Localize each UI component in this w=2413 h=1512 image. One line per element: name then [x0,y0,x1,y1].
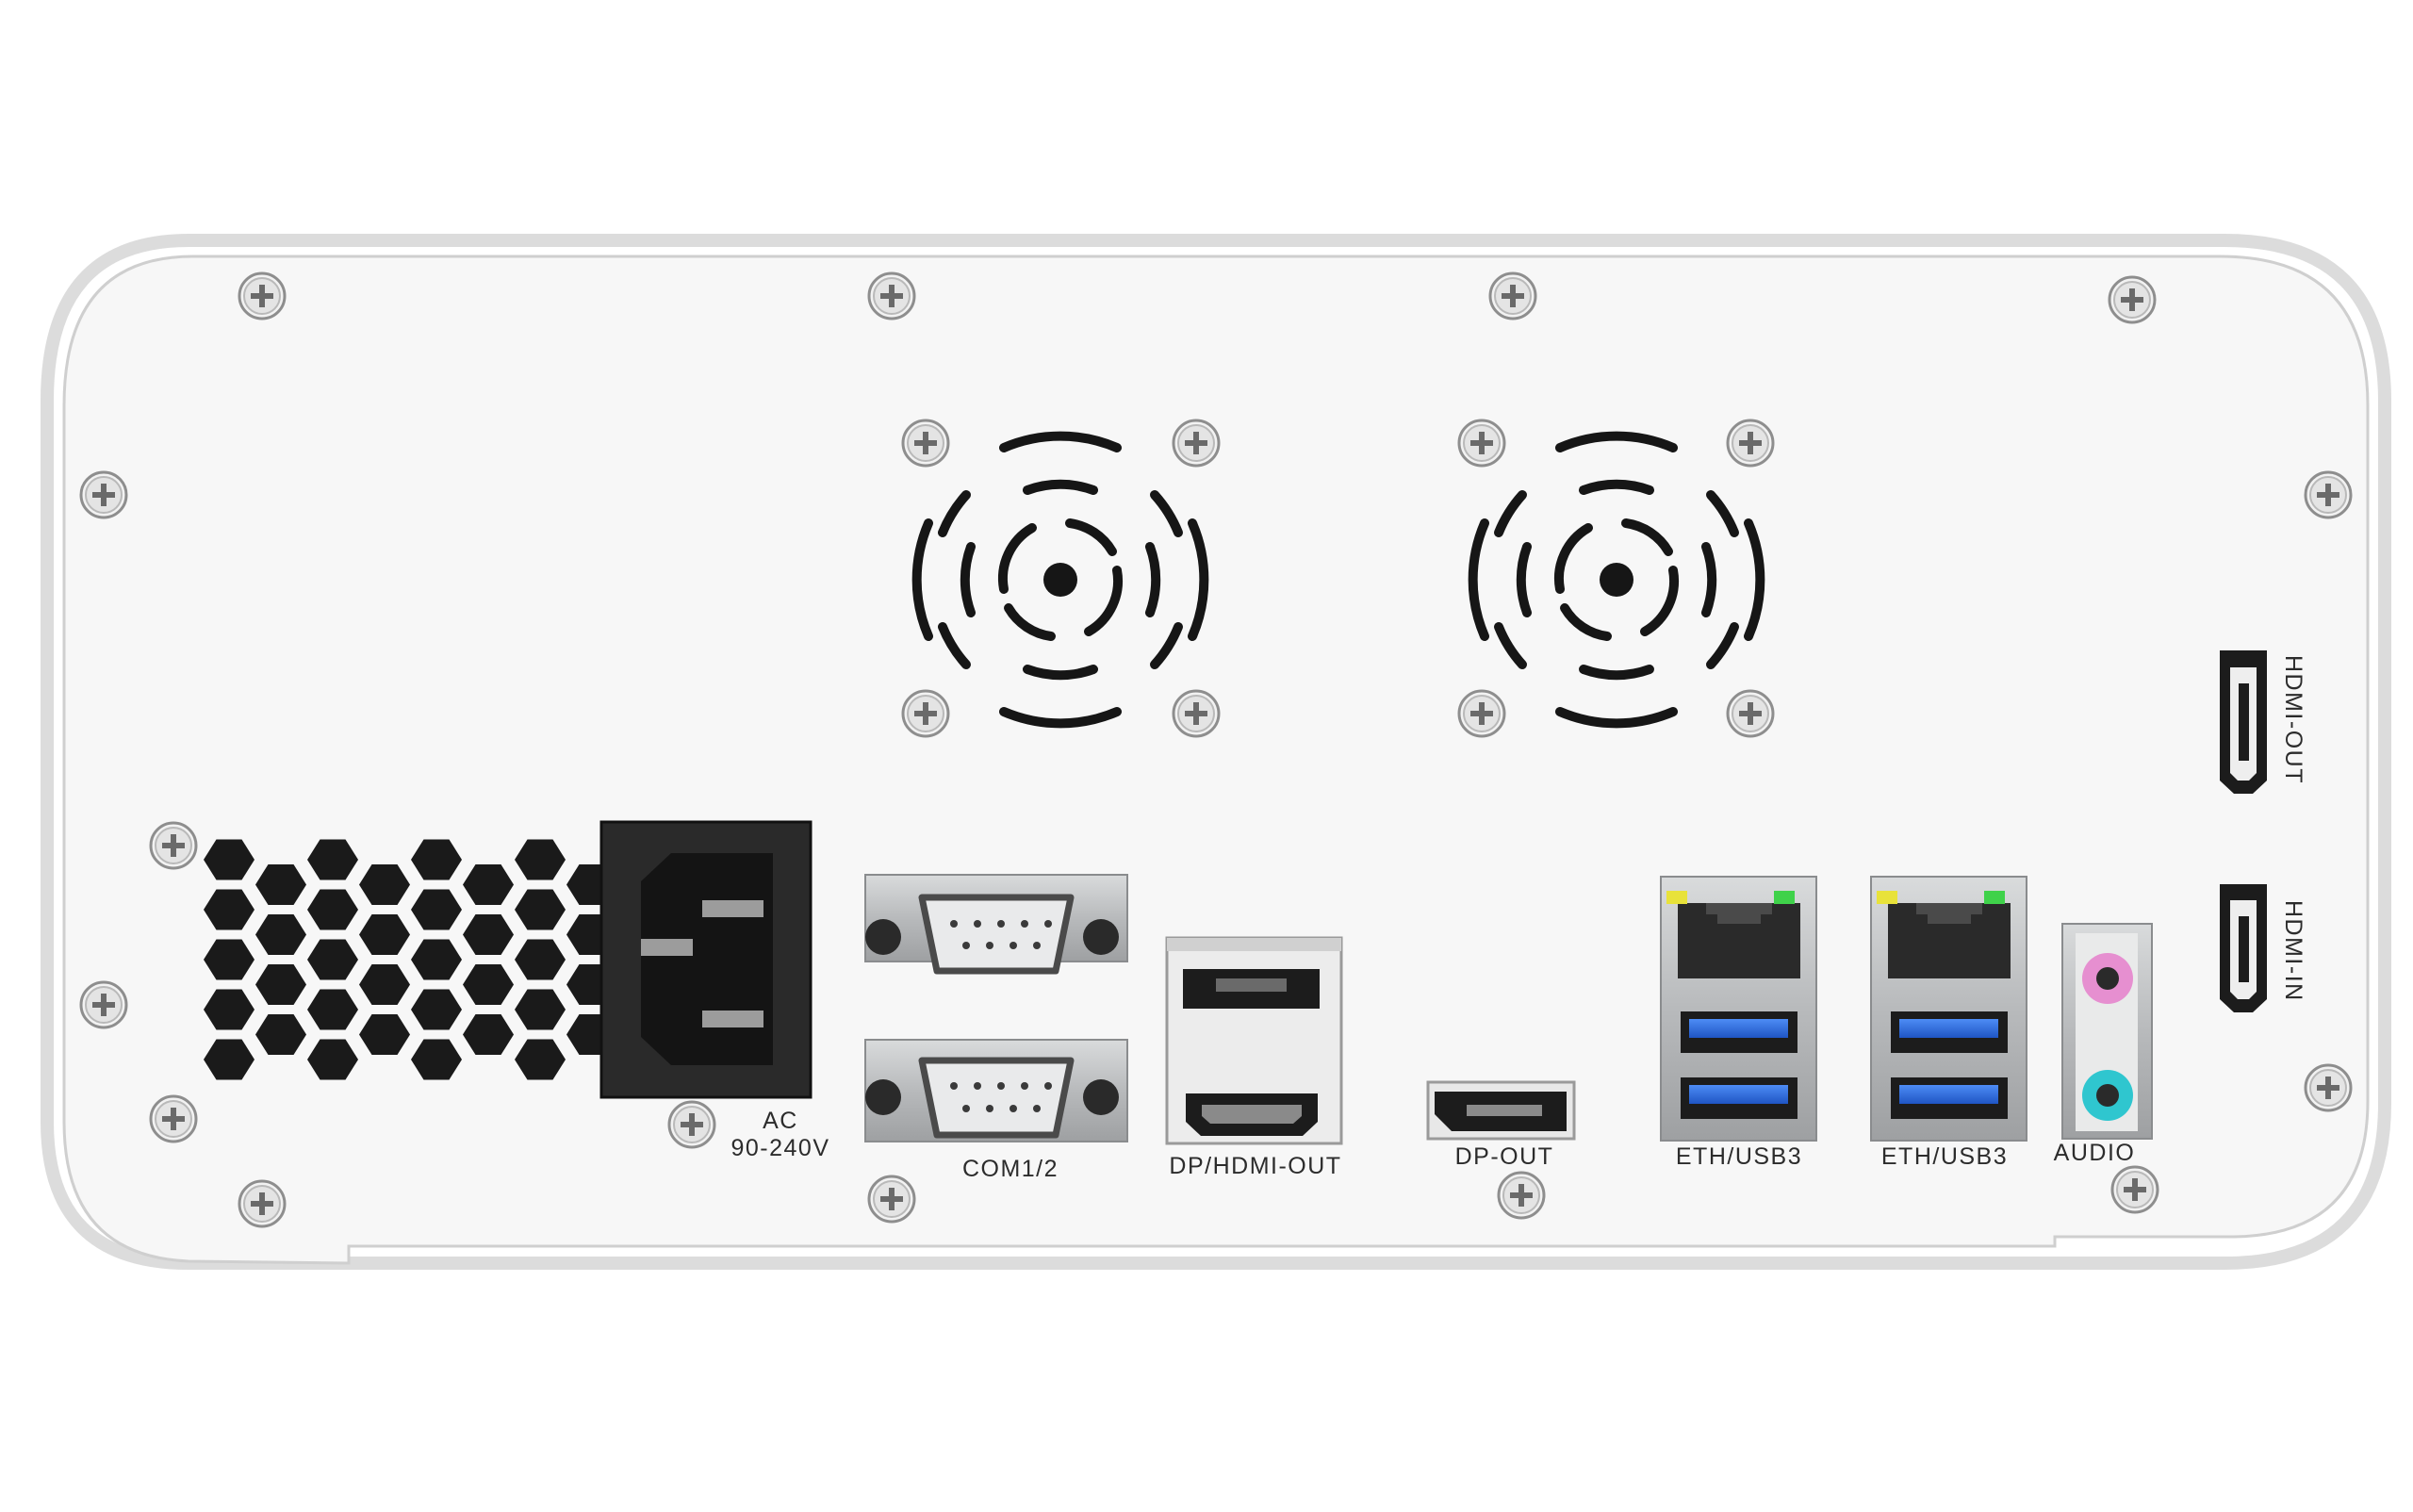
com-port-2[interactable] [864,1039,1128,1142]
screw-icon [901,419,950,468]
vent-hole [515,1039,566,1080]
vent-hole [359,914,410,955]
com-label: COM1/2 [961,1156,1059,1182]
screw-icon [2304,1063,2353,1112]
screw-icon [1172,419,1221,468]
vent-hole [515,939,566,980]
vent-hole [463,1014,514,1055]
vent-hole [411,1039,462,1080]
screw-icon [1726,689,1775,738]
ethernet-port-2[interactable] [1877,891,2011,978]
screw-icon [238,1179,287,1228]
com-port-1[interactable] [864,874,1128,975]
screw-icon [238,271,287,320]
hdmi-out1-label: HDMI-OUT [2280,655,2306,784]
screw-icon [1497,1171,1546,1220]
usb3-port-1a[interactable] [1681,1011,1797,1053]
vent-hole [463,964,514,1005]
screws [79,271,2353,1228]
fan-grille-right [1468,431,1765,729]
eth-usb3-label-1: ETH/USB3 [1675,1143,1803,1170]
mic-jack[interactable] [2082,953,2133,1004]
usb3-port-1b[interactable] [1681,1077,1797,1119]
vent-hole [359,864,410,905]
ac-voltage-label: 90-240V [730,1135,830,1161]
screw-icon [667,1100,716,1149]
screw-icon [1488,271,1537,320]
vent-hole [515,989,566,1030]
vent-hole [255,1014,306,1055]
ac-label: AC [763,1108,798,1134]
dp-out-port[interactable] [1426,1080,1576,1141]
vent-hole [359,1014,410,1055]
dp-hdmi-out-label: DP/HDMI-OUT [1169,1153,1342,1179]
audio-label: AUDIO [2053,1140,2136,1166]
vent-hole [411,839,462,880]
hdmi-out1-port[interactable] [2220,650,2267,794]
screw-icon [2110,1165,2159,1214]
usb3-port-2b[interactable] [1891,1077,2008,1119]
vent-hole [307,839,358,880]
vent-hole [359,964,410,1005]
vent-hole [463,864,514,905]
screw-icon [867,1175,916,1224]
vent-hole [255,914,306,955]
dp-out-label: DP-OUT [1454,1143,1554,1170]
usb3-port-2a[interactable] [1891,1011,2008,1053]
vent-hole [255,864,306,905]
screw-icon [79,470,128,519]
screw-icon [149,821,198,870]
vent-hole [463,914,514,955]
displayport-port[interactable] [1183,969,1320,1009]
vent-hole [204,939,254,980]
vent-hole [515,839,566,880]
vent-hole [411,989,462,1030]
vent-hole [307,989,358,1030]
screw-icon [2108,275,2157,324]
hdmi-in-label: HDMI-IN [2280,900,2306,1002]
screw-icon [1726,419,1775,468]
screw-icon [1172,689,1221,738]
screw-icon [2304,470,2353,519]
vent-hole [204,839,254,880]
screw-icon [1457,689,1506,738]
eth-usb3-label-2: ETH/USB3 [1880,1143,2009,1170]
vent-hole [307,1039,358,1080]
hdmi-out-port[interactable] [1186,1093,1318,1136]
line-out-jack[interactable] [2082,1070,2133,1121]
ethernet-port-1[interactable] [1666,891,1800,978]
vent-hole [255,964,306,1005]
vent-hole [515,889,566,930]
fan-grille-left [911,431,1209,729]
vent-hole [204,889,254,930]
screw-icon [901,689,950,738]
screw-icon [79,980,128,1029]
screw-icon [867,271,916,320]
vent-hole [307,889,358,930]
ac-power-inlet [599,820,813,1099]
vent-hole [411,889,462,930]
vent-hole [307,939,358,980]
screw-icon [1457,419,1506,468]
hdmi-in-port[interactable] [2220,884,2267,1012]
screw-icon [149,1094,198,1143]
vent-hole [204,989,254,1030]
vent-hole [411,939,462,980]
vent-hole [204,1039,254,1080]
